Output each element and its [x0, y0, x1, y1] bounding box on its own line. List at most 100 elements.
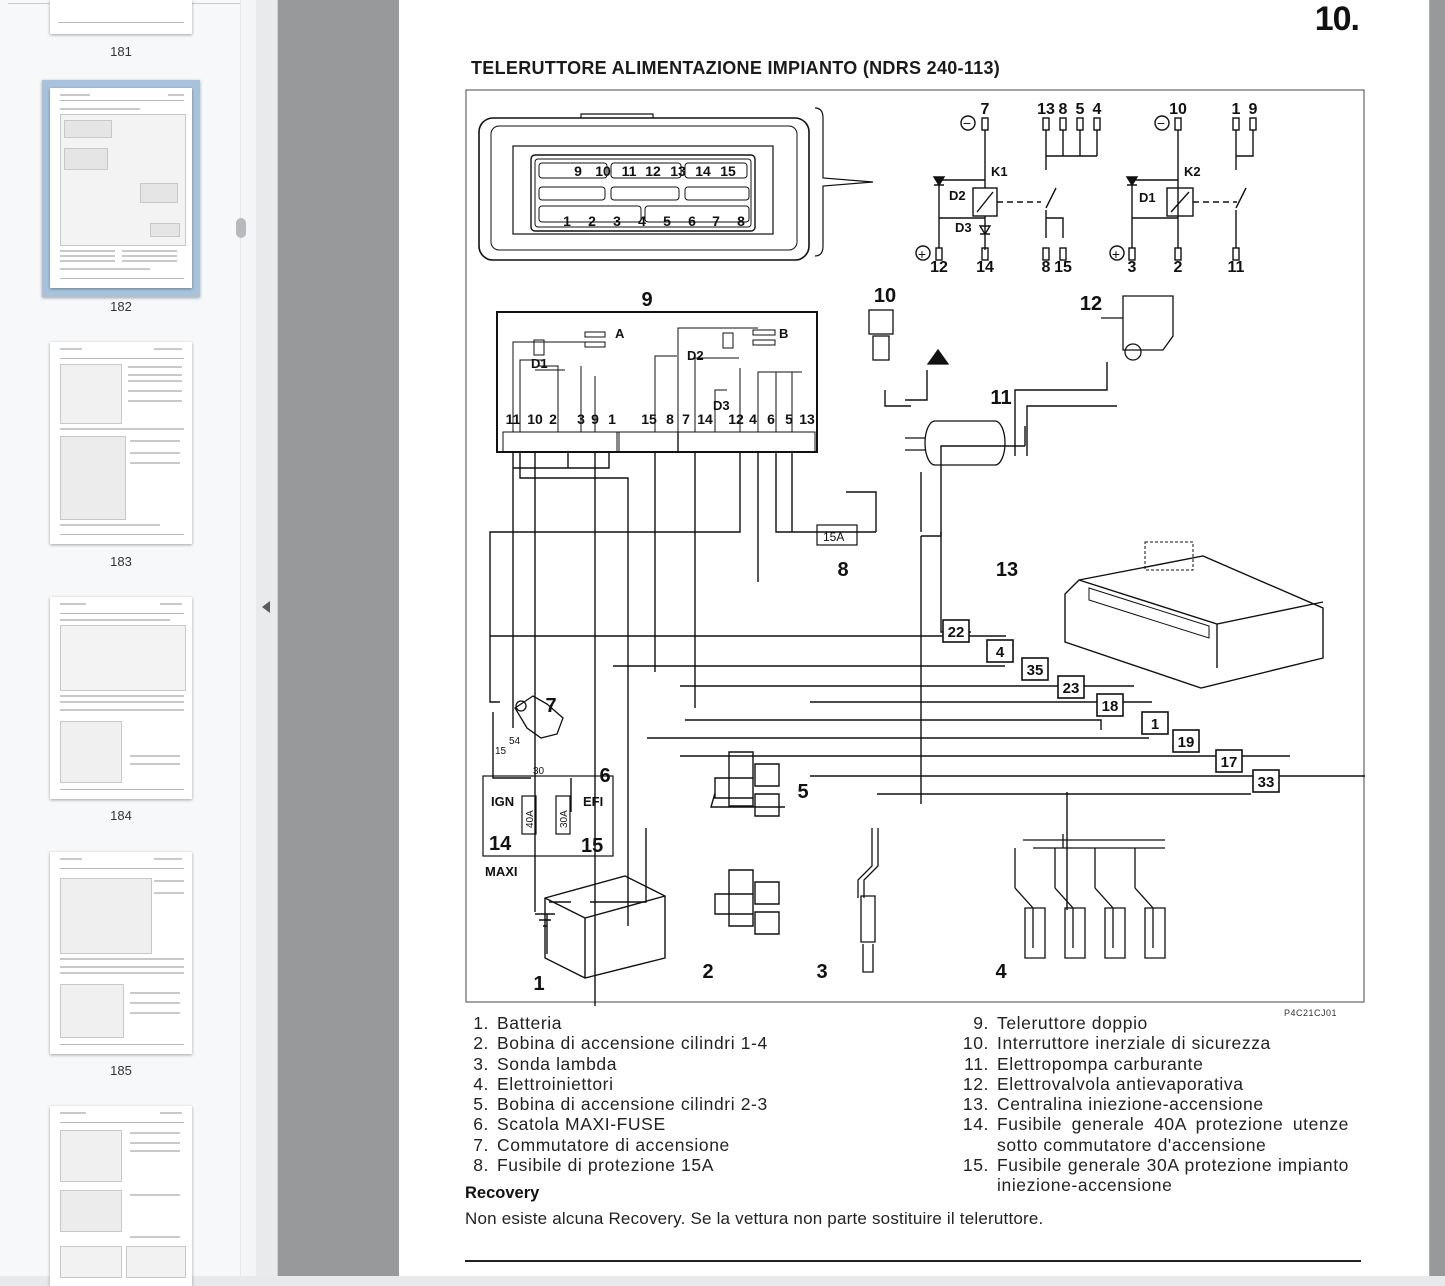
page-thumbnail-image[interactable]: [50, 1106, 192, 1286]
legend-item: 11.Elettropompa carburante: [949, 1054, 1349, 1074]
ecu-13: [1064, 541, 1324, 689]
ecu-pin-box: [1096, 693, 1124, 717]
relay-box-pin-label: 14: [697, 411, 713, 427]
ecu-pin-label: 4: [996, 644, 1005, 661]
component-label: 6: [599, 765, 610, 787]
component-label: 7: [545, 695, 556, 717]
ecu-pin-box: [986, 639, 1014, 663]
thumbnail-page-number: 182: [110, 299, 132, 314]
legend-number: 14.: [962, 1114, 989, 1135]
diagram-frame: [465, 89, 1365, 1003]
fuse-8: [816, 524, 858, 546]
page-thumbnail-image[interactable]: [50, 597, 192, 799]
thumbnail-page-182[interactable]: 182: [42, 80, 200, 315]
box-d3-label: D3: [713, 398, 730, 413]
relay-box-pin-label: 7: [682, 411, 690, 427]
relay-box-pin-label: 3: [577, 411, 585, 427]
d2-label: D2: [949, 188, 966, 203]
thumbnail-page-185[interactable]: 185: [42, 852, 200, 1082]
legend-number: 10.: [962, 1033, 989, 1054]
section-number: 10.: [1314, 0, 1360, 38]
k1-pin-label: 13: [1037, 101, 1055, 118]
k1-pin-label: 12: [930, 259, 948, 276]
k2-pin-label: 1: [1232, 101, 1241, 118]
legend-text: Fusibile generale 30A protezione impiant…: [997, 1155, 1349, 1196]
maxi-fuse-box: [482, 775, 614, 857]
legend-number: 15.: [962, 1155, 989, 1176]
page-thumbnail-image[interactable]: [50, 342, 192, 544]
relay-box-pin-label: 15: [641, 411, 657, 427]
page-thumbnail-image[interactable]: [50, 88, 192, 288]
k1-pin-label: 14: [976, 259, 994, 276]
legend-text: Bobina di accensione cilindri 1-4: [497, 1033, 768, 1054]
ignition-coil-5: [710, 751, 785, 817]
viewer-scrollbar-track[interactable]: [1429, 0, 1445, 1276]
thumbnail-list: 181: [0, 0, 241, 1286]
legend-item: 6.Scatola MAXI-FUSE: [465, 1114, 768, 1134]
sidebar-scrollbar-thumb[interactable]: [236, 218, 246, 238]
legend-text: Scatola MAXI-FUSE: [497, 1114, 666, 1135]
k2-pin-label: 10: [1169, 101, 1187, 118]
thumbnail-page-181[interactable]: 181: [42, 0, 200, 60]
ecu-pin-box: [1172, 729, 1200, 753]
relay-k1-schematic: [915, 115, 1101, 261]
legend-number: 4.: [473, 1073, 489, 1094]
legend-text: Sonda lambda: [497, 1053, 618, 1074]
connector-pin-label: 8: [737, 213, 745, 229]
lambda-sensor-3: [857, 828, 879, 973]
legend-number: 3.: [473, 1053, 489, 1074]
legend-number: 8.: [473, 1155, 489, 1176]
connector-pin-label: 14: [695, 163, 711, 179]
thumbnail-page-186[interactable]: [42, 1106, 200, 1286]
component-label: 4: [995, 961, 1007, 983]
d1-label-k2: D1: [1139, 190, 1156, 205]
legend-item: 13.Centralina iniezione-accensione: [949, 1094, 1349, 1114]
page-thumbnail-image[interactable]: [50, 0, 192, 34]
d3-label: D3: [955, 220, 972, 235]
thumbnail-page-183[interactable]: 183: [42, 342, 200, 572]
ecu-pin-box: [1141, 711, 1169, 735]
ecu-pin-label: 19: [1178, 734, 1195, 751]
collapse-sidebar-arrow-icon[interactable]: [262, 601, 270, 613]
section-a-label: A: [615, 326, 625, 341]
connector-diagram: [478, 107, 874, 261]
component-label: 11: [990, 387, 1011, 409]
switch-terminal-30: 30: [533, 766, 545, 777]
thumbnail-page-number: 183: [110, 554, 132, 569]
sidebar-collapse-bar[interactable]: [256, 0, 278, 1276]
component-label: 8: [837, 559, 848, 581]
relay-box-pin-label: 4: [749, 411, 757, 427]
inertia-switch-10: [868, 309, 950, 365]
legend-item: 12.Elettrovalvola antievaporativa: [949, 1074, 1349, 1094]
component-label: 13: [996, 559, 1018, 581]
page-thumbnail-image[interactable]: [50, 852, 192, 1054]
ecu-pin-label: 23: [1063, 680, 1080, 697]
legend-text: Elettrovalvola antievaporativa: [997, 1073, 1244, 1094]
legend-item: 10. Interruttore inerziale di sicurezza: [949, 1033, 1349, 1053]
legend-item: 9.Teleruttore doppio: [949, 1013, 1349, 1033]
relay-k2-schematic: [1109, 115, 1257, 261]
component-label-9: 9: [641, 289, 652, 311]
legend-item: 15. Fusibile generale 30A protezione impi…: [949, 1155, 1349, 1196]
thumbnail-page-184[interactable]: 184: [42, 597, 200, 827]
k2-pin-label: 9: [1249, 101, 1258, 118]
k1-label: K1: [991, 164, 1008, 179]
recovery-text: Non esiste alcuna Recovery. Se la vettur…: [465, 1209, 1044, 1228]
box-d2-label: D2: [687, 348, 704, 363]
component-label: 5: [797, 781, 808, 803]
legend-number: 2.: [473, 1033, 489, 1054]
thumbnail-page-number: 185: [110, 1063, 132, 1078]
relay-box-pin-label: 10: [527, 411, 543, 427]
legend-text: Centralina iniezione-accensione: [997, 1094, 1264, 1115]
connector-pin-label: 10: [595, 163, 611, 179]
connector-pin-label: 9: [574, 163, 582, 179]
legend-text: Teleruttore doppio: [997, 1013, 1148, 1033]
connector-pin-label: 13: [670, 163, 686, 179]
component-label: 3: [816, 961, 827, 983]
legend-text: Bobina di accensione cilindri 2-3: [497, 1094, 768, 1115]
relay-box-pin-label: 2: [549, 411, 557, 427]
legend-text: Interruttore inerziale di sicurezza: [997, 1033, 1271, 1054]
connector-pin-label: 4: [638, 213, 646, 229]
